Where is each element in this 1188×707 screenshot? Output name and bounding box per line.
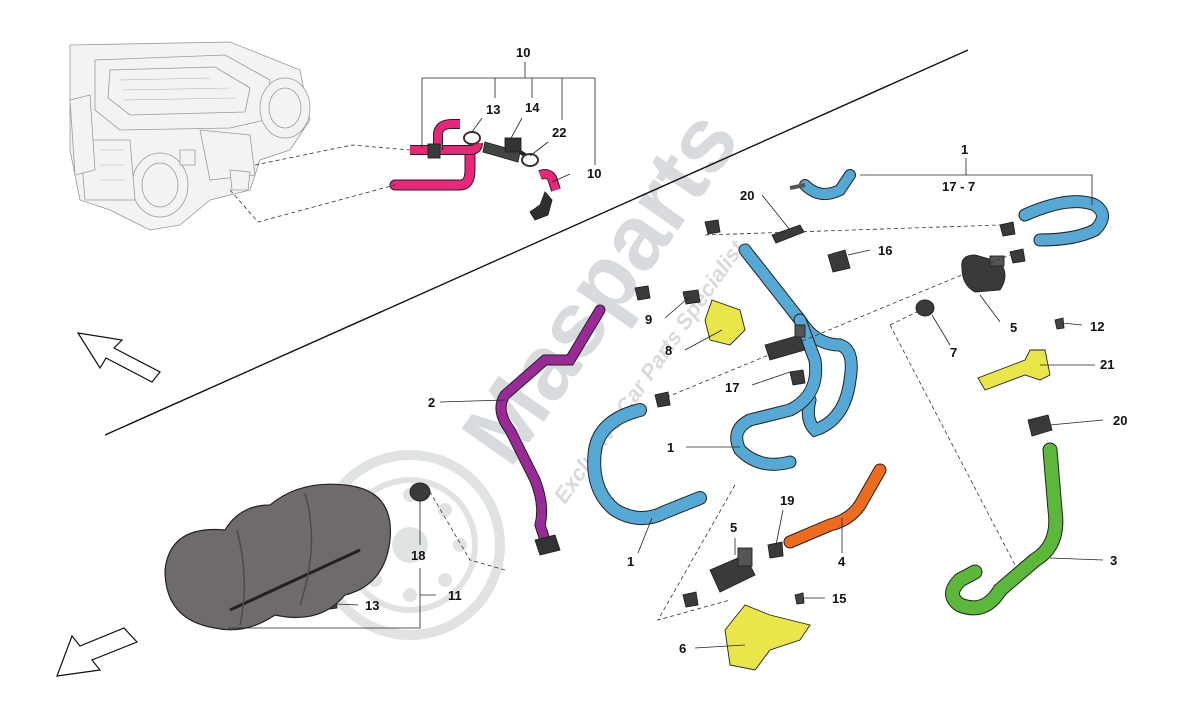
- callout-17-7[interactable]: 17 - 7: [942, 179, 975, 194]
- callout-19[interactable]: 19: [780, 493, 794, 508]
- direction-arrow-lower-icon: [56, 627, 139, 677]
- hose-green-3[interactable]: [945, 442, 1064, 616]
- bracket-yellow-6[interactable]: [724, 604, 811, 671]
- callout-6[interactable]: 6: [679, 641, 686, 656]
- clamp-ring-22[interactable]: [521, 153, 539, 167]
- callout-14[interactable]: 13: [486, 102, 500, 117]
- direction-arrow-upper-icon: [76, 332, 161, 383]
- callout-11[interactable]: 11: [448, 588, 462, 603]
- purge-valve-5-lower[interactable]: [709, 547, 756, 593]
- hose-purple-2[interactable]: [495, 304, 606, 556]
- callout-4[interactable]: 4: [838, 554, 846, 569]
- callout-3[interactable]: 3: [1110, 553, 1117, 568]
- purge-valve-5-upper[interactable]: [961, 254, 1006, 293]
- clip-9[interactable]: [682, 289, 701, 305]
- callout-17[interactable]: 17: [725, 380, 739, 395]
- leader-lines: [228, 62, 1104, 649]
- callout-1-middle[interactable]: 1: [667, 440, 674, 455]
- callout-21[interactable]: 21: [1100, 357, 1114, 372]
- callout-8[interactable]: 8: [665, 343, 672, 358]
- charcoal-canister-11[interactable]: [164, 483, 392, 631]
- callout-10-top[interactable]: 10: [516, 45, 530, 60]
- callout-1-top[interactable]: 1: [961, 142, 968, 157]
- callout-5-lower[interactable]: 5: [730, 520, 737, 535]
- clamp-ring-14[interactable]: [463, 131, 481, 145]
- callout-labels: 10 13 14 22 10 1 17 - 7 20 16 9 8 17 7 5…: [365, 45, 1127, 656]
- clip-20-right[interactable]: [1027, 414, 1053, 437]
- hose-blue-center[interactable]: [730, 243, 858, 471]
- callout-20-right[interactable]: 20: [1113, 413, 1127, 428]
- callout-15[interactable]: 14: [525, 100, 540, 115]
- engine-intake-manifold-illustration: [69, 41, 311, 231]
- hose-magenta-short[interactable]: [529, 169, 561, 221]
- hose-orange-4[interactable]: [783, 463, 887, 549]
- hose-blue-upper-right[interactable]: [789, 169, 1109, 247]
- callout-20-upper[interactable]: 20: [740, 188, 754, 203]
- callout-22[interactable]: 22: [552, 125, 566, 140]
- clips-misc: [634, 219, 1026, 608]
- routing-dashed-lines: [429, 224, 1016, 621]
- callout-13-lower[interactable]: 15: [832, 591, 846, 606]
- callout-5-upper[interactable]: 5: [1010, 320, 1017, 335]
- hose-blue-lower-left[interactable]: [587, 403, 707, 525]
- callout-12[interactable]: 13: [365, 598, 379, 613]
- clip-19[interactable]: [767, 541, 784, 559]
- engine-connection-lines: [229, 144, 411, 223]
- section-divider: [104, 49, 969, 436]
- bracket-yellow-8[interactable]: [704, 299, 746, 346]
- clip-18[interactable]: [409, 482, 431, 502]
- callout-18[interactable]: 18: [411, 548, 425, 563]
- callout-16[interactable]: 16: [878, 243, 892, 258]
- callout-2[interactable]: 2: [428, 395, 435, 410]
- callout-10-right[interactable]: 10: [587, 166, 601, 181]
- connector-16[interactable]: [827, 249, 851, 273]
- callout-7[interactable]: 7: [950, 345, 957, 360]
- screw-13-lower[interactable]: [794, 592, 805, 605]
- bracket-yellow-21[interactable]: [977, 349, 1051, 391]
- hose-magenta-assembly[interactable]: [389, 119, 483, 191]
- tee-fitting-17[interactable]: [764, 324, 806, 361]
- callout-1-lower[interactable]: 1: [627, 554, 634, 569]
- screw-13-right[interactable]: [1054, 317, 1065, 330]
- callout-13-right[interactable]: 12: [1090, 319, 1104, 334]
- callout-9[interactable]: 9: [645, 312, 652, 327]
